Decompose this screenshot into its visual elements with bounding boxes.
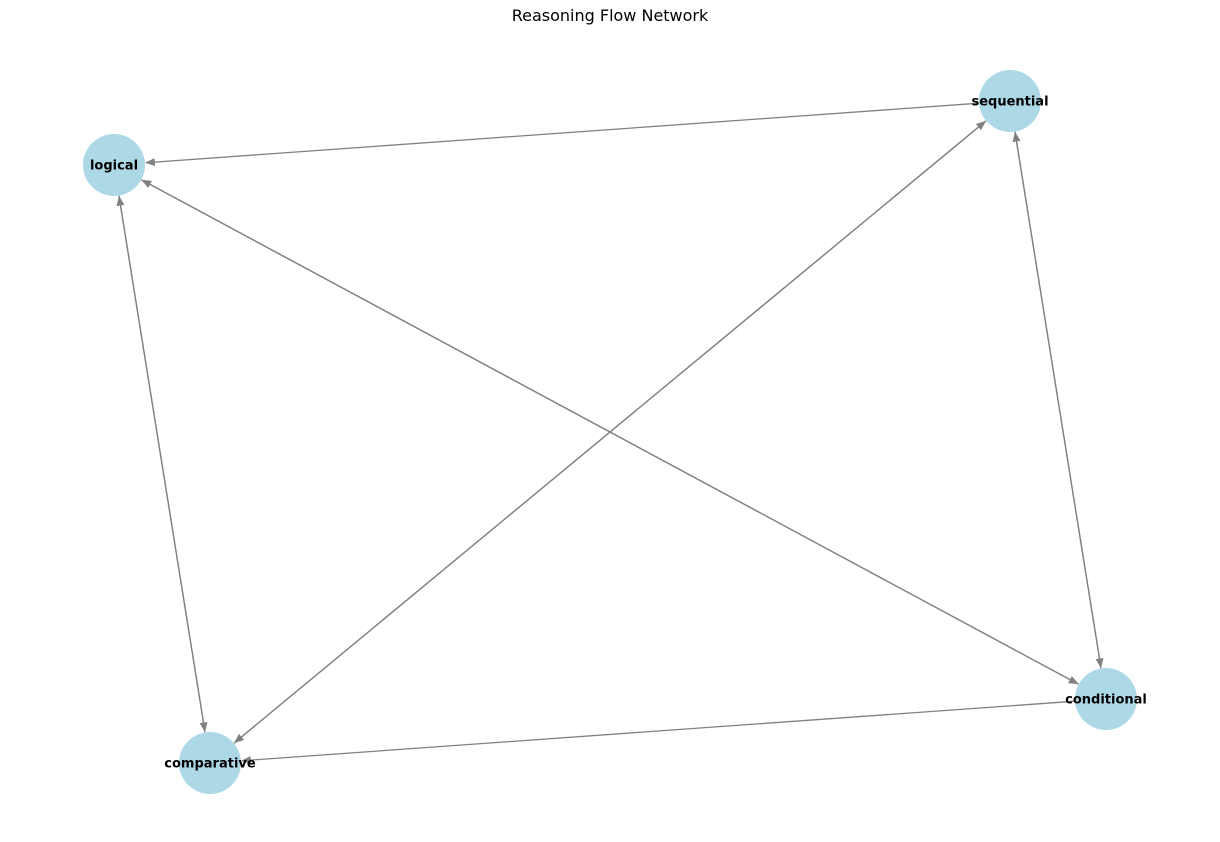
node-label-logical: logical — [90, 159, 138, 174]
node-conditional: conditional — [1065, 668, 1147, 730]
edge-conditional-to-sequential — [1012, 131, 1102, 669]
nodes-layer: logical sequential comparative conditional — [83, 70, 1147, 794]
node-label-sequential: sequential — [971, 95, 1048, 110]
node-label-comparative: comparative — [164, 757, 256, 772]
node-circle-conditional — [1075, 668, 1137, 730]
diagram-title: Reasoning Flow Network — [511, 6, 709, 25]
node-circle-comparative — [179, 732, 241, 794]
node-sequential: sequential — [971, 70, 1049, 132]
edge-comparative-to-logical — [116, 195, 206, 733]
node-circle-logical — [83, 134, 145, 196]
edge-conditional-to-comparative — [240, 700, 1076, 765]
node-comparative: comparative — [164, 732, 256, 794]
edge-sequential-to-logical — [144, 102, 980, 167]
node-label-conditional: conditional — [1065, 693, 1147, 708]
edge-sequential-to-comparative — [233, 120, 987, 744]
node-circle-sequential — [979, 70, 1041, 132]
node-logical: logical — [83, 134, 145, 196]
edges-layer — [116, 102, 1104, 765]
